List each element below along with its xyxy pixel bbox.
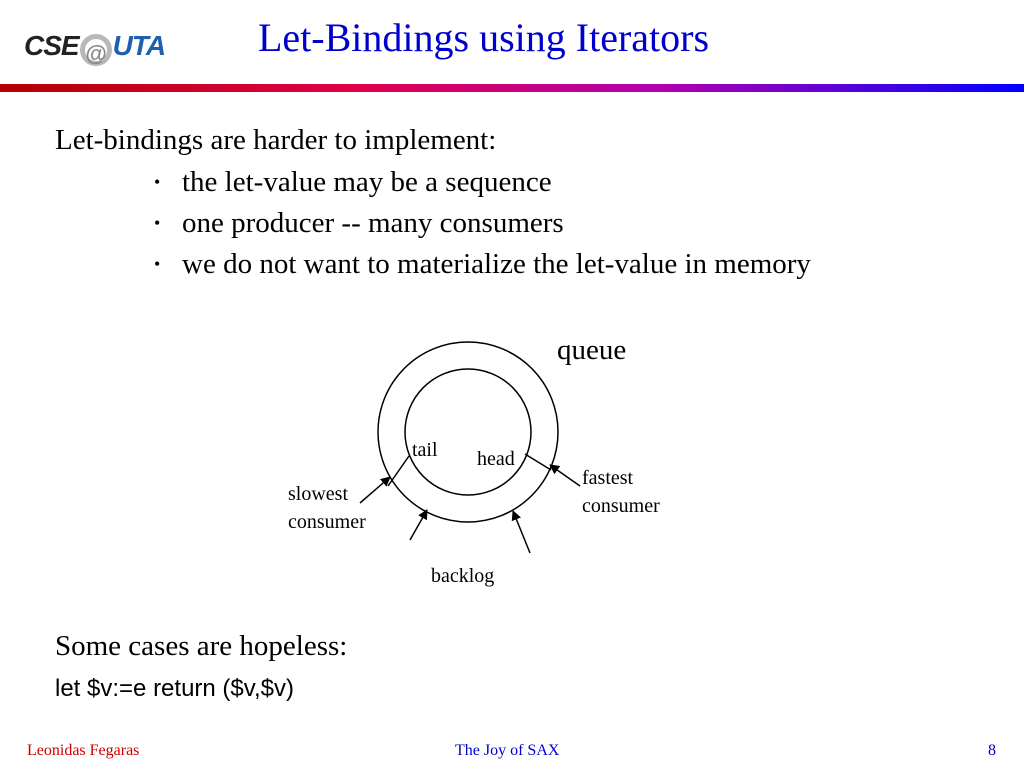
queue-label: queue [557,334,626,366]
backlog-label: backlog [431,565,494,587]
bullet-text: the let-value may be a sequence [182,166,552,198]
backlog-arrow-left [409,509,428,541]
queue-outer-ring [377,341,559,523]
queue-inner-ring [404,368,532,496]
slowest-label-line2: consumer [288,511,366,533]
tail-label: tail [412,439,438,461]
logo-uta-text: UTA [112,30,166,61]
slowest-label-line1: slowest [288,483,348,505]
bullet-item: • one producer -- many consumers [152,203,811,244]
title-divider [0,84,1024,92]
fastest-label-line1: fastest [582,467,634,489]
bullet-item: • we do not want to materialize the let-v… [152,244,811,285]
bullet-dot-icon: • [154,172,161,192]
bullet-dot-icon: • [154,213,161,233]
fastest-consumer-arrow [549,464,581,487]
footer-talk-title: The Joy of SAX [455,742,560,759]
bullet-item: • the let-value may be a sequence [152,162,811,203]
code-example: let $v:=e return ($v,$v) [55,675,294,702]
bullet-text: we do not want to materialize the let-va… [182,248,811,280]
logo-at-icon: @ [79,34,112,66]
slide-title: Let-Bindings using Iterators [258,15,710,60]
cse-uta-logo: CSE@UTA [24,24,166,68]
fastest-label-line2: consumer [582,495,660,517]
slowest-consumer-arrow [359,476,391,504]
bullet-list: • the let-value may be a sequence • one pr… [152,162,811,285]
footer-page-number: 8 [988,742,996,759]
tail-marker-line [387,455,410,487]
footer-author: Leonidas Fegaras [27,742,140,759]
head-label: head [477,448,515,470]
bullet-dot-icon: • [154,254,161,274]
backlog-arrow-right [511,510,531,554]
hopeless-text: Some cases are hopeless: [55,630,348,662]
bullet-text: one producer -- many consumers [182,207,564,239]
logo-cse-text: CSE [24,30,80,61]
intro-text: Let-bindings are harder to implement: [55,124,497,156]
head-marker-line [524,453,552,471]
